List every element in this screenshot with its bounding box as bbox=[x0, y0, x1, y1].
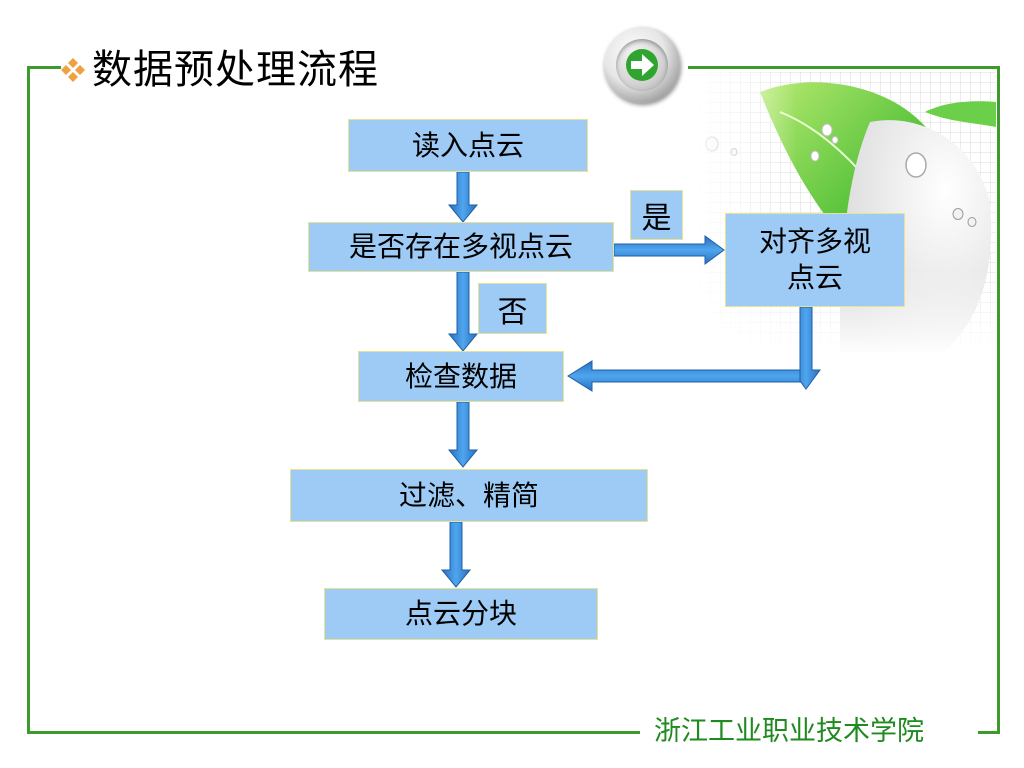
arrow-check-to-filter bbox=[447, 401, 479, 468]
arrow-decision-to-align bbox=[613, 235, 725, 265]
frame-top-right bbox=[688, 66, 1000, 69]
four-diamond-bullet-icon bbox=[61, 58, 85, 82]
arrow-read-to-decision bbox=[447, 171, 479, 223]
node-multi-view-decision: 是否存在多视点云 bbox=[308, 222, 614, 272]
arrow-decision-to-check bbox=[447, 271, 479, 352]
arrow-align-to-check bbox=[567, 360, 801, 392]
node-check-data: 检查数据 bbox=[358, 351, 564, 402]
node-point-cloud-block: 点云分块 bbox=[324, 588, 598, 640]
label-yes: 是 bbox=[630, 190, 683, 240]
next-slide-button[interactable] bbox=[604, 27, 680, 103]
footer-institution: 浙江工业职业技术学院 bbox=[640, 712, 938, 752]
frame-left bbox=[27, 66, 30, 734]
node-read-point-cloud: 读入点云 bbox=[348, 119, 588, 172]
frame-bottom-left bbox=[27, 731, 640, 734]
frame-right bbox=[997, 66, 1000, 734]
node-filter-simplify: 过滤、精简 bbox=[290, 469, 648, 522]
frame-top-left bbox=[27, 66, 61, 69]
green-right-arrow-icon bbox=[626, 49, 658, 81]
slide-title: 数据预处理流程 bbox=[92, 47, 379, 93]
arrow-filter-to-block bbox=[440, 521, 472, 588]
node-align-multi-view: 对齐多视 点云 bbox=[725, 213, 905, 307]
frame-bottom-right bbox=[978, 731, 1000, 734]
slide-title-row: 数据预处理流程 bbox=[58, 40, 379, 100]
label-no: 否 bbox=[478, 283, 547, 334]
